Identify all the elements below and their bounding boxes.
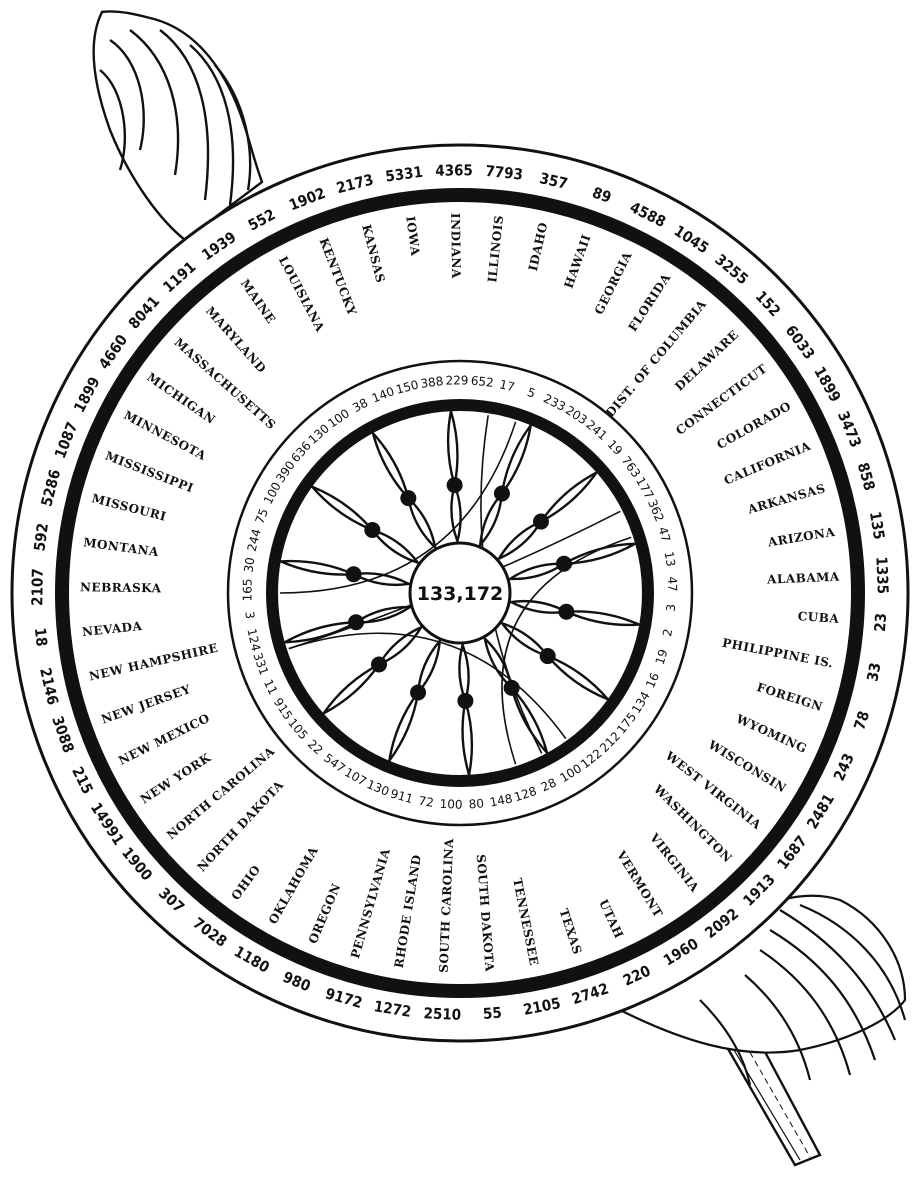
spoke-knob: [447, 477, 463, 493]
state-inner-value: 100: [439, 797, 462, 812]
state-total-value: 2107: [28, 568, 47, 606]
spoke-knob: [540, 648, 556, 664]
state-name: CUBA: [797, 609, 840, 626]
state-inner-value: 13: [662, 550, 678, 567]
state-inner-value: 80: [468, 796, 484, 811]
spoke-knob: [457, 693, 473, 709]
state-inner-value: 30: [241, 556, 257, 573]
center-hub: 133,172: [410, 543, 510, 643]
state-inner-value: 165: [240, 578, 254, 601]
state-total-value: 23: [871, 612, 890, 632]
state-name: NEBRASKA: [80, 580, 162, 595]
state-total-value: 18: [31, 627, 51, 648]
center-total: 133,172: [417, 583, 504, 605]
state-total-value: 55: [482, 1004, 502, 1023]
state-inner-value: 3: [664, 603, 678, 612]
state-total-value: 1335: [872, 556, 892, 594]
state-total-value: 4365: [435, 161, 473, 180]
spoke-knob: [346, 566, 362, 582]
state-inner-value: 229: [445, 373, 468, 387]
spoke-knob: [533, 514, 549, 530]
state-inner-value: 47: [665, 576, 680, 592]
state-total-value: 592: [30, 522, 52, 552]
spoke-knob: [371, 656, 387, 672]
spoke-knob: [364, 522, 380, 538]
state-inner-value: 72: [418, 794, 435, 810]
spoke-knob: [494, 485, 510, 501]
state-total-value: 2510: [423, 1004, 461, 1024]
state-total-value: 33: [863, 661, 884, 683]
spoke-knob: [558, 604, 574, 620]
state-inner-value: 652: [470, 374, 494, 390]
spoke-knob: [410, 685, 426, 701]
state-name: INDIANA: [448, 213, 463, 279]
state-inner-value: 3: [242, 611, 257, 620]
spoke-knob: [400, 490, 416, 506]
